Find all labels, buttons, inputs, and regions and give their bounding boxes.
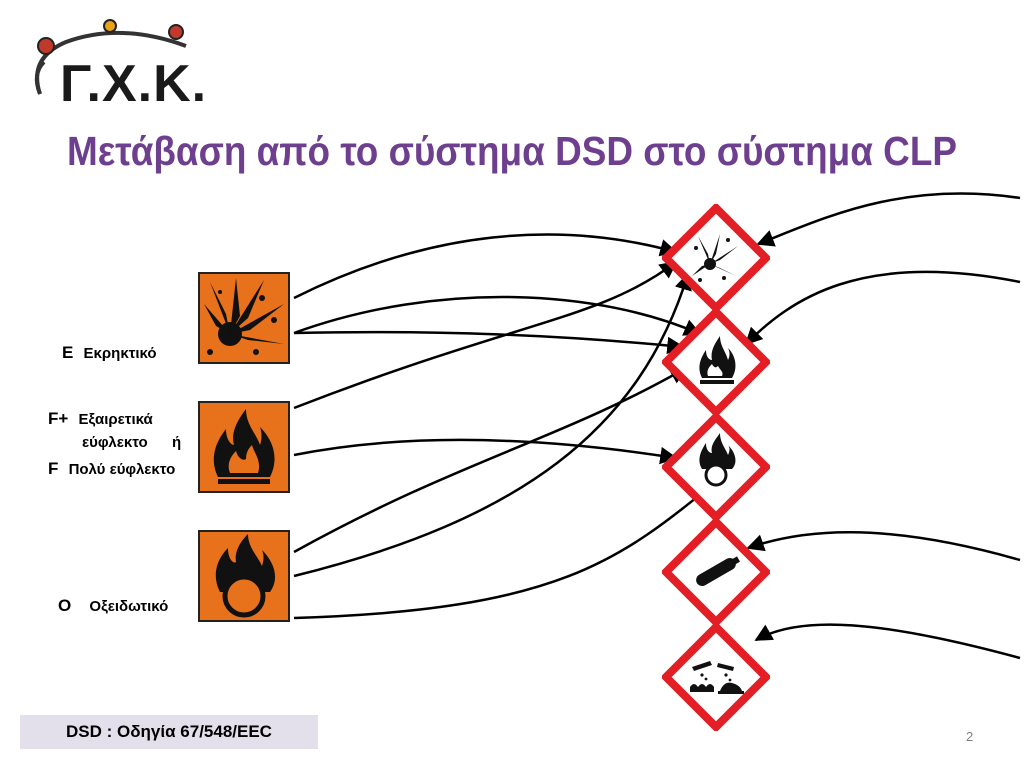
ghs-gas-cylinder [660,516,772,628]
ghs-corrosion [660,621,772,733]
arrow-right-to-flame [744,270,1021,346]
arrow-flammable-to-bomb [293,260,678,410]
arrow-oxidising-to-oxidiser [293,479,719,620]
arrow-right-to-bomb [756,192,1021,247]
arrow-explosive-to-flame-2 [293,330,685,355]
text-highly-flammable: Πολύ εύφλεκτο [68,461,176,478]
arrow-flammable-to-oxidiser [293,438,678,465]
code-f: F [48,459,59,478]
code-e: E [62,343,74,362]
dsd-flammable-symbol [198,401,290,493]
text-extremely: Εξαιρετικά [78,411,153,428]
footer-note: DSD : Οδηγία 67/548/EEC [20,715,318,749]
flame-icon [213,409,275,484]
label-explosive: E Εκρηκτικό [62,343,157,363]
page-number: 2 [966,729,974,744]
gxk-logo: Γ.Χ.Κ. [26,18,206,113]
arrow-right-to-gas [746,531,1021,562]
gas-cylinder-icon [660,516,772,628]
flame-icon [660,306,772,418]
code-f-plus: F+ [48,409,69,428]
exploding-bomb-icon [660,202,772,314]
label-oxidising: O Οξειδωτικό [58,596,168,616]
ghs-flame-over-circle [660,411,772,523]
text-explosive: Εκρηκτικό [83,345,157,362]
flame-over-circle-icon [215,534,276,618]
label-f-plus: F+ Εξαιρετικά [48,409,153,429]
ghs-exploding-bomb [660,202,772,314]
label-f: F Πολύ εύφλεκτο [48,459,175,479]
code-o: O [58,596,72,615]
dsd-explosive-symbol [198,272,290,364]
ghs-flame [660,306,772,418]
page-title: Μετάβαση από το σύστημα DSD στο σύστημα … [67,128,957,174]
text-flammable: εύφλεκτο [82,434,148,451]
flame-over-circle-icon [660,411,772,523]
label-flammable: εύφλεκτο [82,434,148,451]
logo-arc [34,19,187,95]
explosive-icon [204,278,284,355]
arrow-explosive-to-flame [293,295,702,336]
label-or: ή [172,434,182,451]
text-oxidising: Οξειδωτικό [89,598,169,615]
logo-text: Γ.Χ.Κ. [60,55,208,113]
arrow-right-to-corrosion [754,623,1021,660]
corrosion-icon [660,621,772,733]
arrow-explosive-to-bomb [293,233,678,300]
arrow-oxidising-to-flame [293,366,688,554]
dsd-oxidising-symbol [198,530,290,622]
arrow-oxidising-to-bomb [293,272,692,578]
